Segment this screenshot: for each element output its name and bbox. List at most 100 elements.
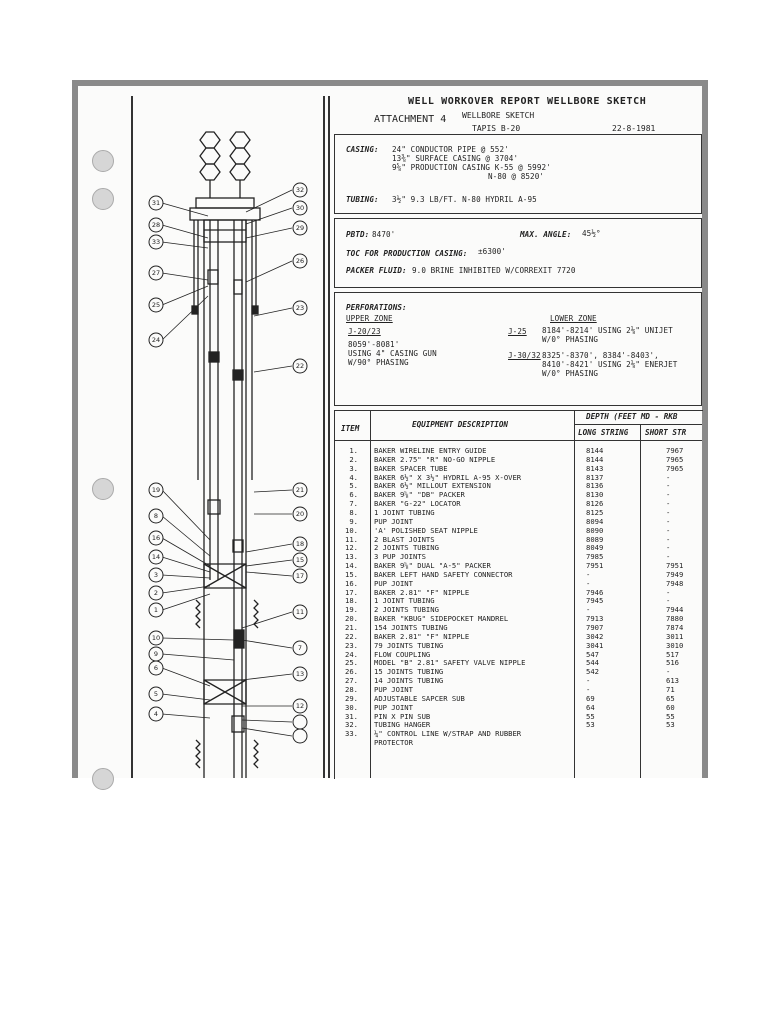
equipment-description: BAKER LEFT HAND SAFETY CONNECTOR bbox=[374, 569, 513, 579]
upper-zone-line: 8059'-8081' bbox=[348, 340, 400, 349]
long-string-depth: 547 bbox=[586, 649, 599, 659]
callout-label: 30 bbox=[296, 204, 304, 212]
short-string-depth: 7948 bbox=[666, 578, 684, 588]
item-number: 25. bbox=[345, 658, 358, 668]
table-row: 15.BAKER LEFT HAND SAFETY CONNECTOR-7949 bbox=[336, 570, 698, 579]
short-string-depth: - bbox=[666, 596, 671, 606]
callout-label: 5 bbox=[154, 690, 158, 698]
equipment-table bbox=[334, 410, 703, 779]
left-margin-rule bbox=[131, 96, 133, 778]
packer-fluid-value: 9.0 BRINE INHIBITED W/CORREXIT 7720 bbox=[412, 266, 576, 275]
callout-label: 27 bbox=[152, 269, 160, 277]
short-string-depth: 517 bbox=[666, 649, 679, 659]
equipment-description: ADJUSTABLE SAPCER SUB bbox=[374, 693, 465, 703]
equipment-description: BAKER "KBUG" SIDEPOCKET MANDREL bbox=[374, 614, 509, 624]
perforations-box bbox=[334, 292, 702, 406]
item-number: 10. bbox=[345, 525, 358, 535]
equipment-description: BAKER 9⅝" DUAL "A-5" PACKER bbox=[374, 561, 491, 571]
toc-value: ±6300' bbox=[478, 247, 507, 256]
equipment-description: BAKER SPACER TUBE bbox=[374, 463, 448, 473]
short-string-depth: 7965 bbox=[666, 463, 684, 473]
callout-label: 10 bbox=[152, 634, 160, 642]
item-number: 11. bbox=[345, 534, 358, 544]
item-number: 1. bbox=[349, 446, 358, 455]
casing-line: 24" CONDUCTOR PIPE @ 552' bbox=[392, 145, 509, 154]
upper-zone-line: W/90° PHASING bbox=[348, 358, 409, 367]
long-string-depth: 7945 bbox=[586, 596, 604, 606]
long-string-depth: 8049 bbox=[586, 543, 604, 553]
short-string-depth: 55 bbox=[666, 711, 675, 721]
long-string-depth: - bbox=[586, 605, 591, 615]
long-string-depth: - bbox=[586, 578, 591, 588]
upper-zone-label: UPPER ZONE bbox=[346, 314, 393, 323]
item-number: 21. bbox=[345, 623, 358, 632]
short-string-depth: - bbox=[666, 552, 671, 562]
item-number: 12. bbox=[345, 543, 358, 553]
table-divider bbox=[640, 424, 641, 778]
short-string-depth: 53 bbox=[666, 720, 675, 730]
item-number: 24. bbox=[345, 649, 358, 659]
table-row: 27.14 JOINTS TUBING-613 bbox=[336, 676, 698, 685]
equipment-description: PIN X PIN SUB bbox=[374, 711, 431, 721]
callout-label: 16 bbox=[152, 534, 160, 542]
item-number: 29. bbox=[345, 693, 358, 703]
item-number: 30. bbox=[345, 702, 358, 712]
item-number: 28. bbox=[345, 684, 358, 694]
callout-label: 24 bbox=[152, 336, 160, 344]
wellbore-sketch: 31 28 33 27 25 24 19 8 16 14 3 2 1 10 9 … bbox=[148, 131, 308, 778]
equipment-description: PUP JOINT bbox=[374, 578, 413, 588]
short-string-depth: 7949 bbox=[666, 569, 684, 579]
item-number: 17. bbox=[345, 587, 358, 597]
equipment-description: TUBING HANGER bbox=[374, 720, 431, 730]
long-string-depth: 7913 bbox=[586, 614, 604, 624]
equipment-description: PUP JOINT bbox=[374, 516, 413, 526]
callout-label: 12 bbox=[296, 702, 304, 710]
callout-label: 23 bbox=[296, 304, 304, 312]
table-row: 16.PUP JOINT-7948 bbox=[336, 579, 698, 588]
upper-zone-line: USING 4" CASING GUN bbox=[348, 349, 437, 358]
equipment-description: BAKER 2.81" "F" NIPPLE bbox=[374, 631, 470, 641]
casing-label: CASING: bbox=[346, 145, 379, 154]
callout-label: 25 bbox=[152, 301, 160, 309]
callout-label: 19 bbox=[152, 486, 160, 494]
callout-label: 21 bbox=[296, 486, 304, 494]
long-string-depth: 8126 bbox=[586, 499, 604, 509]
short-string-depth: 7965 bbox=[666, 454, 684, 464]
callout-label: 14 bbox=[152, 553, 160, 561]
equipment-description: PROTECTOR bbox=[374, 738, 413, 748]
long-string-depth: 3041 bbox=[586, 640, 604, 650]
lower-zone-a-line: 8184'-8214' USING 2⅛" UNIJET bbox=[542, 326, 673, 335]
item-number: 18. bbox=[345, 596, 358, 606]
max-angle-label: MAX. ANGLE: bbox=[520, 230, 572, 239]
short-string-depth: 65 bbox=[666, 693, 675, 703]
long-string-depth: 69 bbox=[586, 693, 595, 703]
short-string-depth: - bbox=[666, 543, 671, 553]
item-number: 4. bbox=[349, 472, 358, 482]
equipment-description: 154 JOINTS TUBING bbox=[374, 623, 448, 632]
item-number: 8. bbox=[349, 507, 358, 517]
short-string-depth: - bbox=[666, 499, 671, 509]
item-number: 9. bbox=[349, 516, 358, 526]
binder-hole bbox=[92, 188, 114, 210]
col-header-description: EQUIPMENT DESCRIPTION bbox=[412, 420, 509, 429]
tubing-label: TUBING: bbox=[346, 195, 379, 204]
report-title: WELL WORKOVER REPORT WELLBORE SKETCH bbox=[408, 96, 647, 107]
equipment-description: PUP JOINT bbox=[374, 702, 413, 712]
callout-label: 18 bbox=[296, 540, 304, 548]
lower-zone-b-id: J-30/32 bbox=[508, 351, 541, 360]
toc-label: TOC FOR PRODUCTION CASING: bbox=[346, 249, 468, 258]
packer-fluid-label: PACKER FLUID: bbox=[346, 266, 407, 275]
lower-zone-b-line: W/0° PHASING bbox=[542, 369, 599, 378]
